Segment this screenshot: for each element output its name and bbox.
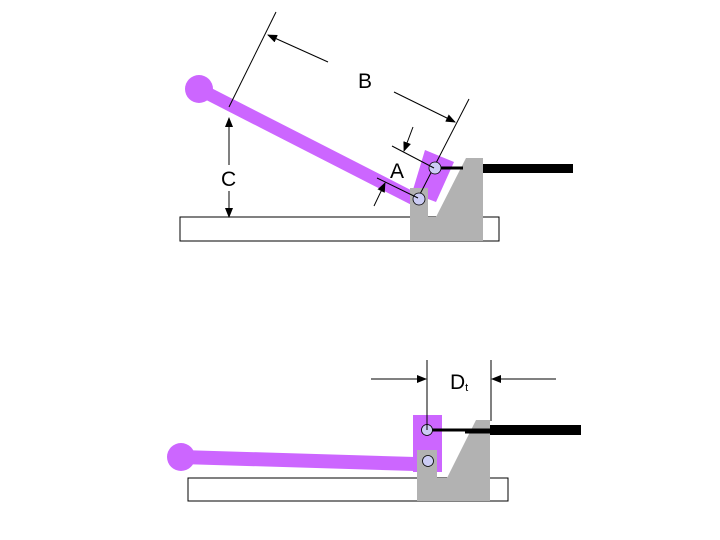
b-arrow-left [267,34,329,63]
plunger-rod [490,425,581,435]
plunger-rod [483,164,573,173]
b-extension-line [228,11,277,108]
lever-knob [167,443,195,471]
pivot-pin [422,455,434,467]
a-extension-upper [391,145,435,169]
b-arrow-right [393,91,456,123]
a-arrow-lower [373,182,386,207]
bracket [410,158,483,241]
a-extension-lower [376,177,419,199]
dimension-label-b: B [358,70,372,93]
lever-handle [180,450,416,471]
top-diagram-open-position: B A C [179,11,573,242]
bracket [417,420,490,501]
dimension-label-c: C [221,168,236,191]
a-arrow-upper [403,126,414,152]
pin-centerline [417,98,470,199]
lever-knob [185,75,213,103]
dimension-label-a: A [390,160,404,183]
pivot-pin [412,192,426,206]
bottom-diagram-clamped-position: Dt [167,360,581,502]
dimension-label-dt: Dt [450,371,468,394]
link-pin [428,161,442,175]
